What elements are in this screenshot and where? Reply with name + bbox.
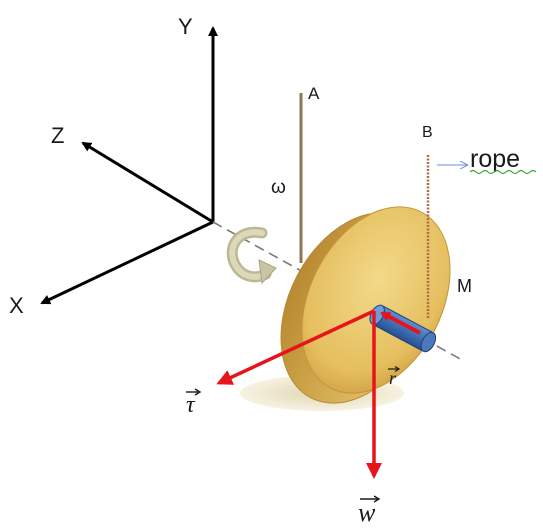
torque-label-group: τ xyxy=(186,388,202,418)
torque-vector xyxy=(216,309,375,385)
omega-label: ω xyxy=(271,177,286,198)
rope-spell-squiggle xyxy=(469,169,537,175)
spinning-disk xyxy=(280,206,451,404)
x-axis xyxy=(40,220,214,305)
weight-label: w xyxy=(358,498,376,527)
coordinate-axes: Y Z X xyxy=(9,14,218,318)
radius-label: r xyxy=(389,368,397,388)
torque-label: τ xyxy=(186,392,196,418)
z-axis-label: Z xyxy=(51,123,64,148)
weight-label-group: w xyxy=(358,495,381,527)
y-axis-label: Y xyxy=(178,14,193,39)
r-label-group: r xyxy=(388,365,401,388)
vectors xyxy=(216,309,421,479)
disk-face xyxy=(301,206,451,394)
z-axis xyxy=(81,141,214,224)
rotation-arrow xyxy=(226,226,277,285)
x-axis-label: X xyxy=(9,293,24,318)
mass-label: M xyxy=(457,276,472,296)
r-vector xyxy=(380,311,421,335)
rope-b-label: B xyxy=(422,124,433,141)
rope-a-label: A xyxy=(308,84,320,103)
rope-callout-label: rope xyxy=(470,145,520,173)
